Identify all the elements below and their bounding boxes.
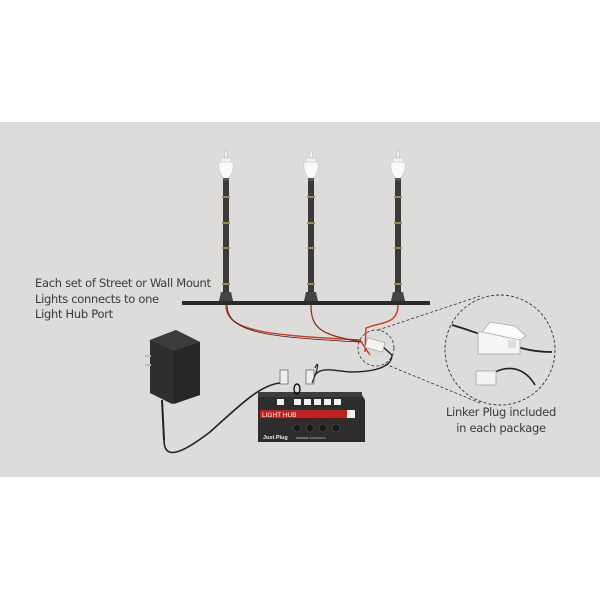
linker-plug-large-icon (477, 321, 527, 355)
linker-connector-icon (475, 370, 497, 386)
zoom-circle-small (357, 329, 395, 367)
caption-line: Each set of Street or Wall Mount (35, 276, 211, 290)
street-lamp-icon (218, 150, 234, 301)
street-lights-caption: Each set of Street or Wall Mount Lights … (35, 276, 211, 323)
caption-line: Linker Plug included (446, 405, 556, 419)
power-cable (163, 382, 281, 454)
caption-line: in each package (456, 420, 546, 435)
linker-plug-small (364, 337, 386, 353)
caption-line: Lights connects to one (35, 291, 159, 306)
hub-controls-label: DIMMER CONTROLS (296, 436, 326, 440)
lamp-wire-1 (225, 304, 371, 356)
linker-plug-caption: Linker Plug included in each package (445, 405, 557, 436)
light-hub-icon: LIGHT HUB Just Plug DIMMER CONTROLS (258, 363, 365, 442)
hub-brand: Just Plug (263, 435, 288, 441)
street-lamp-icon (303, 150, 319, 301)
mounting-bar (182, 301, 430, 305)
lamp-wire-3 (364, 304, 399, 353)
power-adapter-icon (145, 330, 200, 441)
zoom-circle-large (444, 294, 556, 406)
lamp-wire-1-black (226, 304, 361, 343)
hub-label: LIGHT HUB (262, 412, 297, 419)
hub-to-linker-wire (311, 345, 393, 384)
lamp-wire-2 (310, 304, 363, 343)
street-lamp-icon (390, 150, 406, 301)
caption-line: Light Hub Port (35, 307, 113, 321)
